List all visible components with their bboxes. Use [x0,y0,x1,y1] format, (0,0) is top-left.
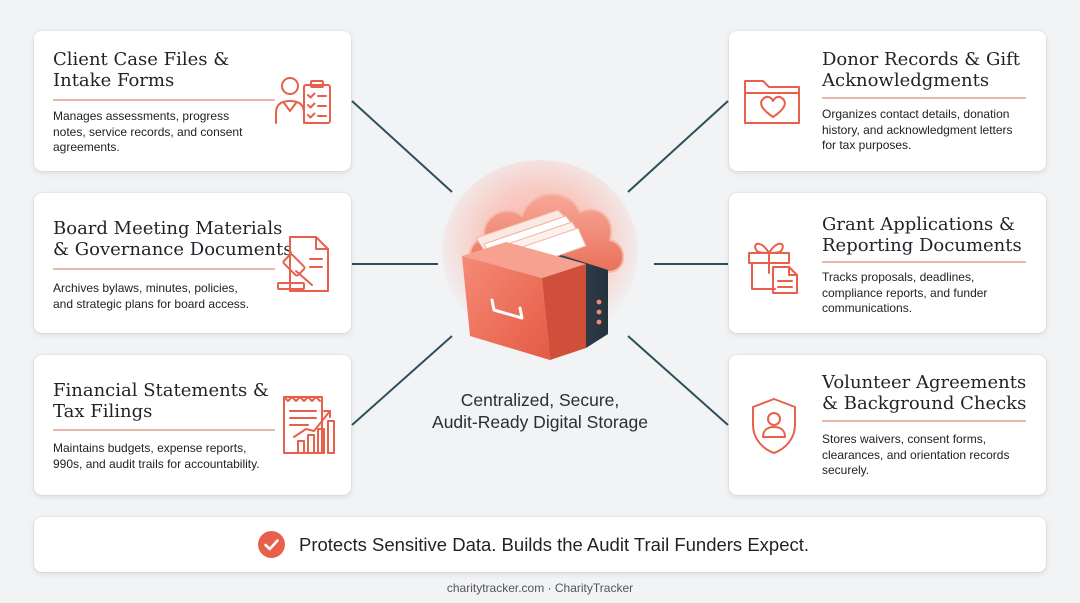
card-title: Donor Records & Gift Acknowledgments [822,49,1021,91]
shield-person-icon [752,398,796,454]
card-title: Board Meeting Materials & Governance Doc… [53,218,293,260]
card-divider [822,420,1026,422]
card-divider [53,268,275,270]
card-title: Grant Applications & Reporting Documents [822,214,1022,256]
connector-line [627,100,729,193]
card-grant-applications: Grant Applications & Reporting Documents… [729,193,1046,333]
card-divider [53,99,275,101]
hub-caption: Centralized, Secure, Audit-Ready Digital… [432,390,648,432]
card-description: Manages assessments, progress notes, ser… [53,109,243,154]
card-donor-records: Donor Records & Gift Acknowledgments Org… [729,31,1046,171]
card-title: Volunteer Agreements & Background Checks [822,372,1027,414]
card-divider [53,429,275,431]
card-description: Stores waivers, consent forms, clearance… [822,432,1010,477]
card-title: Financial Statements & Tax Filings [53,380,269,422]
card-description: Tracks proposals, deadlines, compliance … [822,270,988,315]
banner-text: Protects Sensitive Data. Builds the Audi… [299,534,810,555]
cloud-file-cabinet-icon [442,160,638,360]
card-divider [822,261,1026,263]
financial-report-chart-icon [283,396,335,454]
card-title: Client Case Files & Intake Forms [53,49,230,91]
card-description: Archives bylaws, minutes, policies, and … [53,281,250,311]
card-board-meeting-materials: Board Meeting Materials & Governance Doc… [34,193,351,333]
heart-folder-icon [744,80,800,124]
card-description: Maintains budgets, expense reports, 990s… [53,441,260,471]
card-description: Organizes contact details, donation hist… [822,107,1013,152]
card-divider [822,97,1026,99]
card-volunteer-agreements: Volunteer Agreements & Background Checks… [729,355,1046,495]
gavel-document-icon [277,236,329,292]
gift-document-icon [748,242,798,294]
check-circle-icon [258,531,285,558]
connector-line [351,335,453,426]
connector-line [351,100,453,193]
card-client-case-files: Client Case Files & Intake Forms Manages… [34,31,351,171]
client-checklist-icon [275,77,331,124]
bottom-banner: Protects Sensitive Data. Builds the Audi… [34,517,1046,572]
card-financial-statements: Financial Statements & Tax Filings Maint… [34,355,351,495]
footer-credit: charitytracker.com · CharityTracker [446,581,634,595]
connector-line [627,335,729,426]
